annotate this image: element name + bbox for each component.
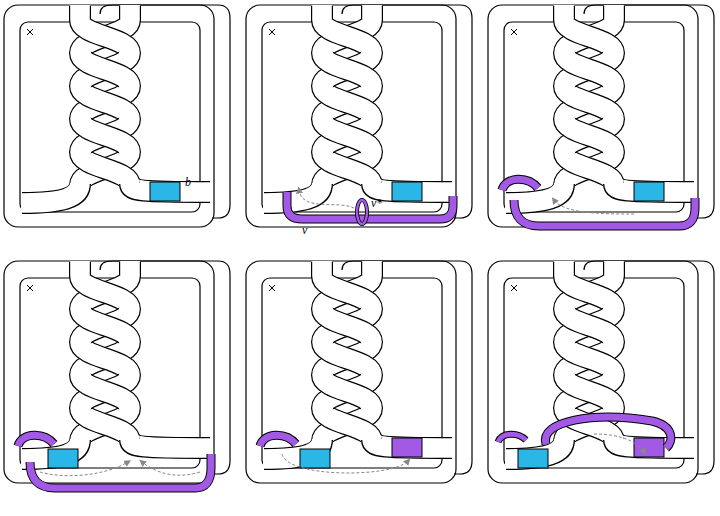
band-label: b [185, 176, 191, 188]
band-label: v [302, 224, 307, 236]
band-label: v* [371, 197, 382, 209]
